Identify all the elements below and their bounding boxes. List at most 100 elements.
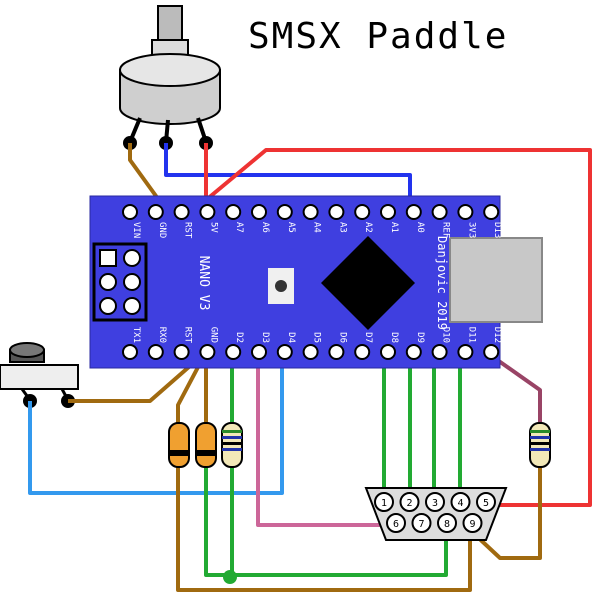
db9-pin-label: 6	[393, 519, 399, 530]
db9-pin-label: 7	[418, 519, 424, 530]
wire-pot-a0	[164, 143, 412, 212]
bottom-pin-hole	[122, 344, 138, 360]
db9-pin-label: 3	[432, 498, 438, 509]
top-pin-label: A3	[337, 222, 347, 233]
db9-pin-label: 1	[381, 498, 387, 509]
top-pin-hole	[147, 204, 164, 220]
bottom-pin-label: D9	[415, 332, 425, 343]
db9-pin	[462, 513, 483, 533]
wire-gnd-cap1	[176, 351, 208, 425]
top-pin-label: A5	[286, 222, 296, 233]
junction-dot	[223, 570, 237, 584]
isp-pin	[99, 297, 117, 315]
bottom-pin-label: D2	[234, 332, 244, 343]
bottom-pin-hole	[457, 344, 474, 360]
wire-res-db9-9	[468, 465, 542, 560]
db9-pin	[399, 492, 420, 512]
top-pin-hole	[328, 204, 345, 220]
isp-pin	[123, 249, 141, 267]
bottom-pin-label: D3	[260, 332, 270, 343]
bottom-pin-label: D11	[466, 327, 476, 343]
board-credit: Danjovic 2019	[435, 236, 449, 330]
bottom-pin-hole	[199, 344, 216, 360]
bottom-pin-hole	[328, 344, 345, 360]
top-pin-label: REF	[441, 222, 451, 238]
isp-pin	[99, 273, 117, 291]
bottom-pin-label: D12	[492, 327, 502, 343]
wire-cap1-db9-8	[176, 465, 472, 592]
top-pin-label: A0	[415, 222, 425, 233]
top-pin-label: VIN	[131, 222, 141, 238]
db9-pin-label: 8	[444, 519, 450, 530]
top-pin-hole	[173, 204, 190, 220]
top-pin-hole	[457, 204, 474, 220]
resistor-gnd-1	[168, 422, 190, 468]
db9-pin	[425, 492, 445, 512]
top-pin-hole	[380, 204, 396, 220]
resistor-d12	[529, 422, 551, 468]
bottom-pin-hole	[405, 344, 422, 360]
bottom-pin-label: D6	[337, 332, 347, 343]
isp-pin-square	[99, 249, 117, 267]
top-pin-label: GND	[157, 222, 167, 238]
db9-pin	[411, 513, 432, 533]
bottom-pin-hole	[380, 344, 396, 360]
bottom-pin-hole	[251, 344, 267, 360]
push-button	[0, 342, 79, 408]
bottom-pin-hole	[302, 344, 319, 360]
db9-pin	[437, 513, 457, 533]
bottom-pin-label: GND	[208, 327, 218, 343]
db9-pin-label: 4	[457, 498, 463, 509]
isp-header	[99, 249, 141, 315]
wire-d3-db9-6	[256, 352, 395, 527]
top-pin-label: A4	[312, 222, 322, 233]
bottom-pin-label: TX1	[131, 327, 141, 343]
bottom-pin-hole	[225, 344, 242, 360]
bottom-pin-label: D8	[389, 332, 399, 343]
top-pin-hole	[354, 204, 371, 220]
isp-pin	[123, 297, 141, 315]
bottom-pin-label: D5	[312, 332, 322, 343]
wires	[28, 143, 592, 592]
top-pin-hole	[251, 204, 267, 220]
wire-res-db9-8	[230, 465, 448, 577]
wire-cap2-junction	[204, 465, 230, 577]
db9-pin-label: 5	[483, 498, 489, 509]
resistor-gnd-2	[195, 422, 217, 468]
top-pin-hole	[405, 204, 422, 220]
bottom-pin-label: D7	[363, 332, 373, 343]
diagram-title: SMSX Paddle	[248, 16, 508, 57]
bottom-pin-hole	[354, 344, 371, 360]
db9-pin	[386, 513, 406, 533]
wire-button-d4	[28, 352, 284, 495]
wire-d12-res	[484, 350, 542, 425]
top-pin-label: A2	[363, 222, 373, 233]
potentiometer	[119, 5, 221, 150]
board-name: NANO V3	[196, 256, 211, 311]
db9-pin-label: 9	[469, 519, 475, 530]
top-pin-hole	[122, 204, 138, 220]
bottom-pin-hole	[483, 344, 500, 360]
top-pin-label: D13	[492, 222, 502, 238]
bottom-pin-label: RST	[183, 327, 193, 344]
top-pin-hole	[483, 204, 500, 220]
top-pin-hole	[225, 204, 242, 220]
top-pin-hole	[431, 204, 448, 220]
top-pin-hole	[276, 204, 293, 220]
top-pin-hole	[302, 204, 319, 220]
bottom-pin-hole	[431, 344, 448, 360]
bottom-pin-label: D4	[286, 332, 296, 343]
bottom-pin-hole	[276, 344, 293, 360]
top-pin-label: A7	[234, 222, 244, 233]
resistor-d2	[221, 422, 243, 468]
wire-5v-db9-5	[204, 148, 592, 507]
db9-pin	[374, 492, 394, 512]
db9-pin	[450, 492, 471, 512]
